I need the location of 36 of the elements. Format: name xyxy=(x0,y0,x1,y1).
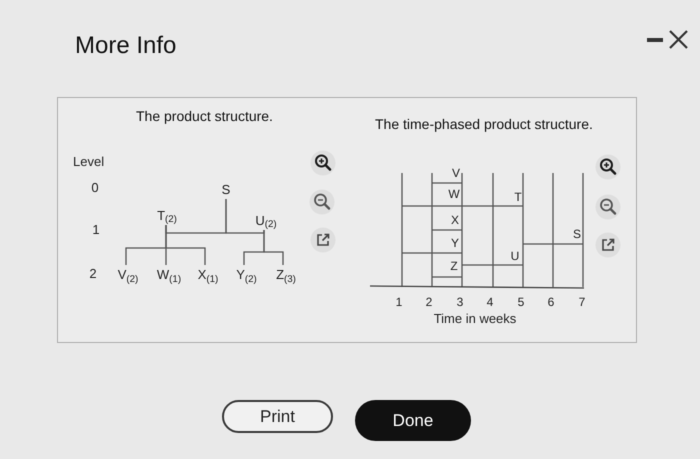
level-heading: Level xyxy=(73,154,104,169)
part-label: S xyxy=(217,181,235,199)
dialog-title: More Info xyxy=(75,32,176,60)
part-label: Y$_{(2)}$ xyxy=(229,265,264,285)
level-number: 2 xyxy=(89,266,97,281)
figure-heading: The time-phased product structure. xyxy=(375,116,593,133)
print-button: Print xyxy=(222,400,333,433)
tree-connector xyxy=(263,230,284,265)
part-label: U xyxy=(510,249,520,263)
week-number: 7 xyxy=(578,295,586,309)
part-label: Z xyxy=(450,259,458,273)
week-number: 3 xyxy=(456,295,464,309)
part-label: T$_{(2)}$ xyxy=(150,206,184,225)
week-number: 6 xyxy=(548,295,554,309)
axis-title: Time in weeks xyxy=(434,311,516,326)
part-label: V xyxy=(452,166,460,180)
week-number: 5 xyxy=(518,295,524,309)
done-button: Done xyxy=(355,400,471,441)
part-label: U$_{(2)}$ xyxy=(249,211,283,230)
week-number: 4 xyxy=(486,295,494,309)
part-label: T xyxy=(514,190,522,204)
level-number: 1 xyxy=(92,222,100,237)
tree-connector xyxy=(225,199,265,234)
part-label: X xyxy=(451,213,459,227)
week-number: 2 xyxy=(426,295,432,309)
part-label: W$_{(1)}$ xyxy=(150,265,188,285)
part-label: X$_{(1)}$ xyxy=(190,265,226,285)
week-number: 1 xyxy=(396,295,402,309)
part-label: W xyxy=(448,187,460,201)
part-label: Y xyxy=(451,236,459,250)
part-label: S xyxy=(573,227,581,241)
figure-heading: The product structure. xyxy=(136,108,273,125)
part-label: Z$_{(3)}$ xyxy=(267,265,305,285)
part-label: V$_{(2)}$ xyxy=(110,265,146,285)
level-number: 0 xyxy=(91,180,99,195)
tree-connector xyxy=(165,225,206,265)
